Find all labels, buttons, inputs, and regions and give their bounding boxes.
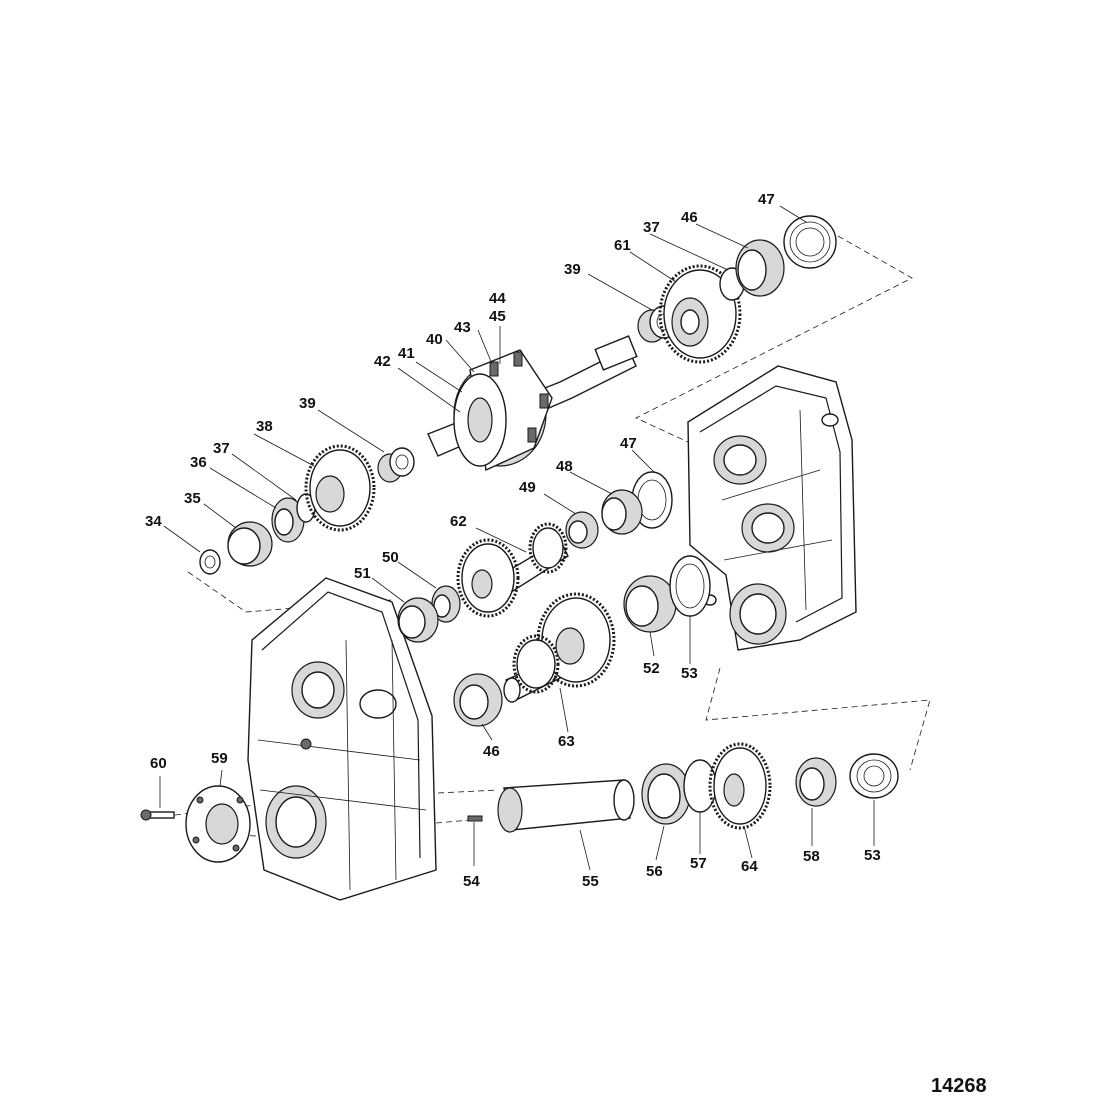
- callout-35: 35: [184, 490, 201, 507]
- callout-39-left: 39: [299, 395, 316, 412]
- callout-60: 60: [150, 755, 167, 772]
- bearing-46-lower: [453, 673, 503, 727]
- callout-58: 58: [803, 848, 820, 865]
- callout-46-top: 46: [681, 209, 698, 226]
- needle-bearing-39: [377, 447, 415, 483]
- callout-62: 62: [450, 513, 467, 530]
- callout-64: 64: [741, 858, 758, 875]
- callout-39-top: 39: [564, 261, 581, 278]
- callout-51: 51: [354, 565, 371, 582]
- callout-53-upper: 53: [681, 665, 698, 682]
- callout-47-top: 47: [758, 191, 775, 208]
- callout-54: 54: [463, 873, 480, 890]
- clutch-shaft-assembly: [427, 335, 638, 472]
- callout-34: 34: [145, 513, 162, 530]
- callout-37-top: 37: [643, 219, 660, 236]
- callout-38: 38: [256, 418, 273, 435]
- pin-54: [467, 815, 483, 822]
- bearing-50: [431, 585, 461, 623]
- callout-36: 36: [190, 454, 207, 471]
- sleeve-52: [623, 575, 677, 633]
- callout-49: 49: [519, 479, 536, 496]
- callout-50: 50: [382, 549, 399, 566]
- callout-labels: 47 37 46 61 39 44 45 43 40 41 42 39 38 3…: [145, 191, 881, 890]
- callout-53-lower: 53: [864, 847, 881, 864]
- bolt-60: [140, 809, 175, 821]
- tapered-bearing-36: [271, 497, 305, 543]
- callout-40: 40: [426, 331, 443, 348]
- callout-42: 42: [374, 353, 391, 370]
- callout-41: 41: [398, 345, 415, 362]
- rear-housing: [687, 365, 857, 651]
- gear-shaft-62: [456, 522, 569, 618]
- callout-59: 59: [211, 750, 228, 767]
- ring-set-top: [783, 215, 837, 269]
- gear-61: [658, 264, 742, 364]
- bearing-49: [565, 511, 599, 549]
- bearing-cup-51: [397, 597, 439, 643]
- callout-57: 57: [690, 855, 707, 872]
- tapered-bearing-top: [735, 239, 785, 297]
- spring-34: [199, 549, 221, 575]
- bearing-cup-56: [641, 763, 691, 825]
- callout-43: 43: [454, 319, 471, 336]
- callout-47-mid: 47: [620, 435, 637, 452]
- callout-63: 63: [558, 733, 575, 750]
- callout-46-lower: 46: [483, 743, 500, 760]
- bearing-cup-58: [795, 757, 837, 807]
- gear-64: [708, 742, 772, 830]
- callout-48: 48: [556, 458, 573, 475]
- front-housing: [247, 577, 437, 901]
- bearing-cup-35: [227, 521, 273, 567]
- gear-38: [304, 444, 376, 532]
- ring-set-53-upper: [669, 555, 711, 617]
- gear-shaft-63: [503, 592, 616, 703]
- pump-cover-59: [185, 785, 251, 863]
- callout-44: 44: [489, 290, 506, 307]
- callout-52: 52: [643, 660, 660, 677]
- callout-56: 56: [646, 863, 663, 880]
- leader-lines: [159, 205, 875, 871]
- callout-45: 45: [489, 308, 506, 325]
- callout-55: 55: [582, 873, 599, 890]
- callout-61: 61: [614, 237, 631, 254]
- ring-set-53-lower: [849, 753, 899, 799]
- callout-37-left: 37: [213, 440, 230, 457]
- figure-id: 14268: [931, 1075, 987, 1097]
- shaft-55: [497, 779, 635, 833]
- sleeve-48: [601, 489, 643, 535]
